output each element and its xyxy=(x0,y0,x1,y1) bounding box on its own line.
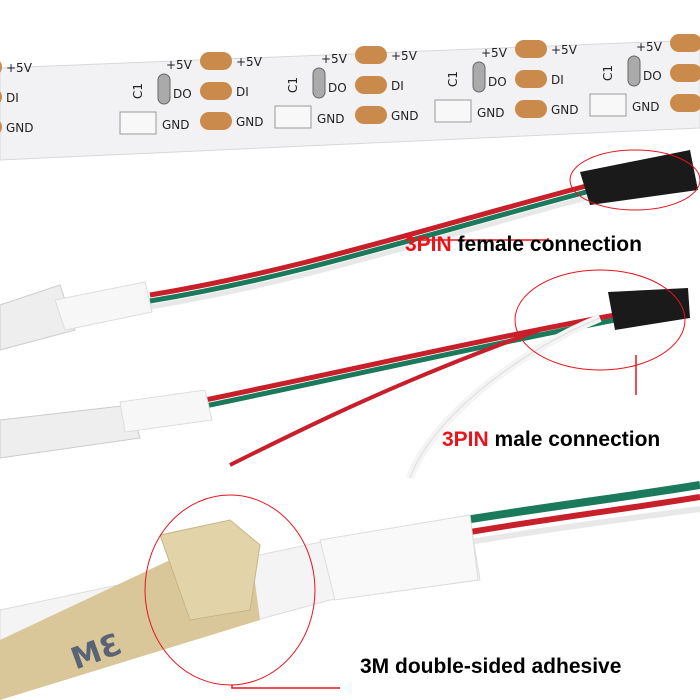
vcc-label: +5V xyxy=(321,52,348,66)
di-pad-label: DI xyxy=(551,73,564,87)
di-pad-label: DI xyxy=(6,91,19,105)
dout-label: DO xyxy=(643,69,662,83)
female-pin-count: 3PIN xyxy=(405,233,452,256)
adhesive-label-text: 3M double-sided adhesive xyxy=(360,655,622,678)
vcc-pad-label: +5V xyxy=(391,49,418,63)
gnd-pad-label: GND xyxy=(236,115,264,129)
gnd-pad-label: GND xyxy=(551,103,579,117)
gnd-pad xyxy=(670,94,700,112)
adhesive-strip: 3M xyxy=(0,481,700,700)
strip-connector xyxy=(119,111,157,135)
capacitor xyxy=(312,67,326,99)
gnd-pad xyxy=(0,121,2,133)
male-pin-count: 3PIN xyxy=(442,428,489,451)
strip-connector xyxy=(274,105,312,129)
vcc-pad xyxy=(515,40,547,58)
male-connection-label: 3PIN male connection xyxy=(442,428,660,452)
di-pad-label: DI xyxy=(236,85,249,99)
di-pad xyxy=(355,76,387,94)
capacitor-label: C1 xyxy=(446,71,460,87)
di-pad xyxy=(515,70,547,88)
male-label-text: male connection xyxy=(488,428,661,451)
capacitor xyxy=(627,55,641,87)
adhesive-label: 3M double-sided adhesive xyxy=(360,655,621,679)
vcc-pad xyxy=(670,34,700,52)
vcc-pad-label: +5V xyxy=(236,55,263,69)
vcc-pad-label: +5V xyxy=(551,43,578,57)
capacitor-label: C1 xyxy=(286,77,300,93)
dout-label: DO xyxy=(173,87,192,101)
di-pad xyxy=(0,91,2,103)
vcc-pad-label: +5V xyxy=(6,61,33,75)
di-pad xyxy=(200,82,232,100)
gnd-pad xyxy=(515,100,547,118)
capacitor-label: C1 xyxy=(601,65,615,81)
male-cable xyxy=(0,269,690,480)
vcc-label: +5V xyxy=(481,46,508,60)
strip-connector xyxy=(589,93,627,117)
gnd-label: GND xyxy=(162,118,190,132)
vcc-pad xyxy=(200,52,232,70)
vcc-pad xyxy=(355,46,387,64)
gnd-pad xyxy=(200,112,232,130)
gnd-label: GND xyxy=(632,100,660,114)
male-connector xyxy=(608,288,690,330)
dout-label: DO xyxy=(328,81,347,95)
gnd-label: GND xyxy=(477,106,505,120)
vcc-label: +5V xyxy=(166,58,193,72)
capacitor xyxy=(472,61,486,93)
gnd-pad xyxy=(355,106,387,124)
led-strip: +5V DI GND C1 +5V DO GND +5V DI GND C1 +5V DO GND +5V D… xyxy=(0,34,700,161)
capacitor xyxy=(157,73,171,105)
strip-connector xyxy=(434,99,472,123)
vcc-pad xyxy=(0,61,2,73)
gnd-pad-label: GND xyxy=(391,109,419,123)
di-pad-label: DI xyxy=(391,79,404,93)
female-cable xyxy=(0,149,700,351)
gnd-label: GND xyxy=(317,112,345,126)
capacitor-label: C1 xyxy=(131,83,145,99)
vcc-label: +5V xyxy=(636,40,663,54)
female-label-text: female connection xyxy=(451,233,642,256)
gnd-pad-label: GND xyxy=(6,121,34,135)
female-connector xyxy=(580,150,698,205)
di-pad xyxy=(670,64,700,82)
female-connection-label: 3PIN female connection xyxy=(405,233,642,257)
dout-label: DO xyxy=(488,75,507,89)
